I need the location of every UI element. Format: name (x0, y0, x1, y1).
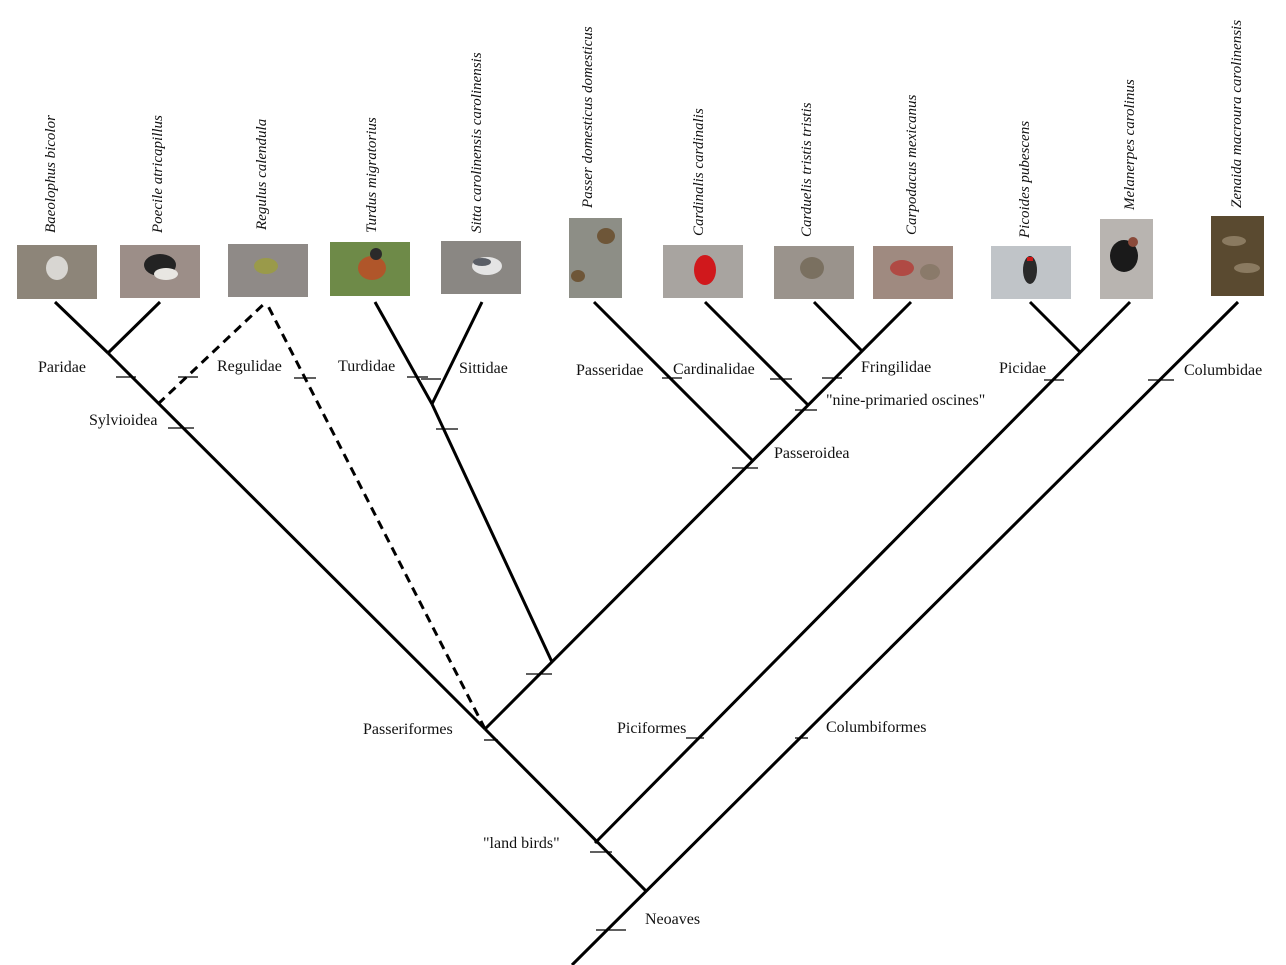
clade-label-paridae: Paridae (38, 359, 86, 376)
branch-turdid-sittid (430, 403, 554, 663)
branch-regulus-alt-dashed (156, 300, 268, 406)
photo-baeolophus (17, 245, 97, 299)
photo-carpodacus (873, 246, 953, 299)
species-label-picoides: Picoides pubescens (1017, 121, 1033, 239)
photo-sitta (441, 241, 521, 294)
clade-label-passeroidea: Passeroidea (774, 445, 850, 462)
photo-regulus (228, 244, 308, 297)
clade-label-passeriformes: Passeriformes (363, 721, 453, 738)
clade-label-sittidae: Sittidae (459, 360, 508, 377)
clade-label-columbiformes: Columbiformes (826, 719, 926, 736)
clade-label-neoaves: Neoaves (645, 911, 700, 928)
clade-label-picidae: Picidae (999, 360, 1046, 377)
photo-turdus (330, 242, 410, 296)
tree-branches (53, 300, 1240, 965)
clade-ticks (116, 376, 1174, 931)
branch-picoides (1028, 300, 1082, 354)
species-label-passer: Passer domesticus domesticus (580, 26, 596, 209)
branch-baeolophus (53, 300, 110, 355)
clade-label-regulidae: Regulidae (217, 358, 282, 375)
species-label-carpodacus: Carpodacus mexicanus (904, 94, 920, 235)
species-label-melanerpes: Melanerpes carolinus (1122, 79, 1138, 211)
branch-poecile (106, 300, 162, 355)
clade-label-nine-primaried-oscines: "nine-primaried oscines" (826, 392, 985, 409)
species-label-turdus: Turdus migratorius (364, 117, 380, 233)
branch-turdus (373, 301, 434, 405)
branch-carduelis (812, 300, 864, 353)
branch-land-birds-passeriformes (483, 727, 649, 894)
species-label-poecile: Poecile atricapillus (150, 115, 166, 234)
clade-label-turdidae: Turdidae (338, 358, 395, 375)
branch-regulus-dashed (264, 301, 487, 730)
clade-label-fringilidae: Fringilidae (861, 359, 931, 376)
clade-label-passeridae: Passeridae (576, 362, 644, 379)
photo-melanerpes (1100, 219, 1153, 299)
species-label-carduelis: Carduelis tristis tristis (799, 102, 815, 237)
photo-picoides (991, 246, 1071, 299)
branch-passerida (483, 300, 913, 731)
species-label-baeolophus: Baeolophus bicolor (43, 115, 59, 233)
photo-passer (569, 218, 622, 298)
branch-sylvioidea (106, 351, 487, 731)
clade-label-cardinalidae: Cardinalidae (673, 361, 755, 378)
species-label-regulus: Regulus calendula (254, 119, 270, 231)
photo-carduelis (774, 246, 854, 299)
branch-land-birds-melanerpes (593, 300, 1132, 845)
clade-label-columbidae: Columbidae (1184, 362, 1262, 379)
species-label-cardinalis: Cardinalis cardinalis (691, 108, 707, 236)
branch-passer (592, 300, 754, 462)
species-label-zenaida: Zenaida macroura carolinensis (1229, 20, 1245, 208)
clade-label-land-birds: "land birds" (483, 835, 560, 852)
photo-zenaida (1211, 216, 1264, 296)
photo-poecile (120, 245, 200, 298)
clade-label-sylvioidea: Sylvioidea (89, 412, 157, 429)
species-label-sitta: Sitta carolinensis carolinensis (469, 52, 485, 233)
clade-label-piciformes: Piciformes (617, 720, 686, 737)
branch-root-columbidae (570, 300, 1240, 965)
photo-cardinalis (663, 245, 743, 298)
branch-cardinalis (703, 300, 810, 407)
branch-sitta (430, 301, 484, 405)
